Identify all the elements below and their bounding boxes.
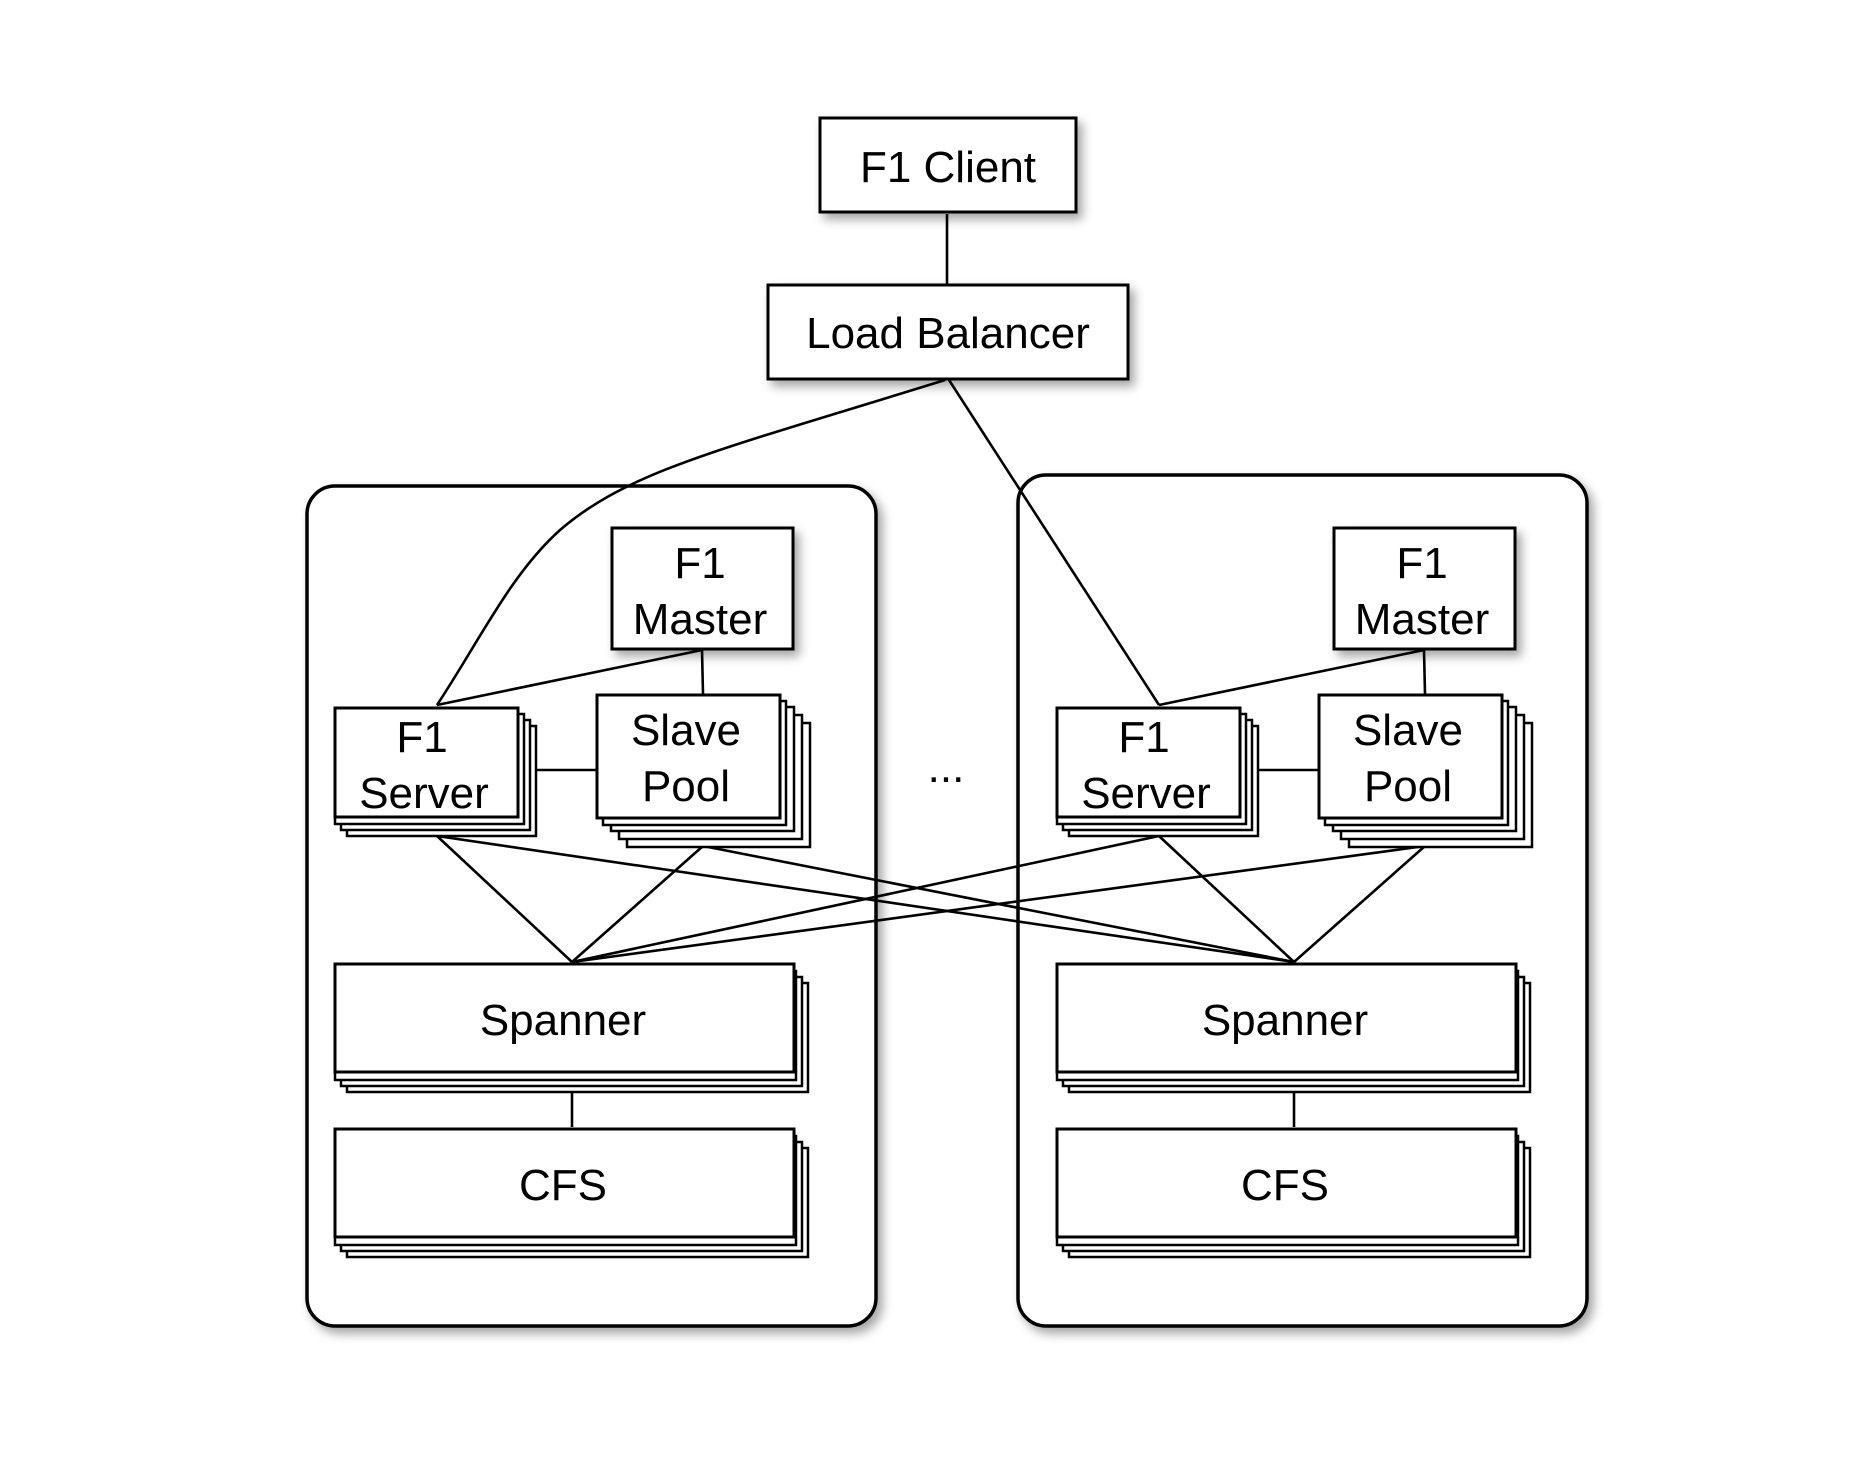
slave-pool-label-line2: Pool [1364, 762, 1452, 811]
connections [435, 214, 1427, 1127]
spanner-label: Spanner [1202, 996, 1368, 1045]
edge-loadbalancer-server-2 [947, 379, 1161, 706]
edge-server1-spanner1 [436, 835, 573, 963]
edge-server2-spanner1 [571, 834, 1160, 964]
f1-server-stack: F1 Server [1055, 706, 1260, 838]
spanner-stack: Spanner [1055, 962, 1532, 1094]
edge-master-server-2 [1158, 648, 1425, 707]
edge-pool1-spanner1 [571, 845, 704, 963]
slave-pool-stack: Slave Pool [1317, 693, 1534, 849]
f1-server-label-line1: F1 [396, 713, 447, 762]
load-balancer-label: Load Balancer [806, 309, 1090, 358]
edge-pool2-spanner2 [1293, 845, 1426, 963]
slave-pool-label-line2: Pool [642, 762, 730, 811]
f1-master-label-line1: F1 [674, 539, 725, 588]
spanner-label: Spanner [480, 996, 646, 1045]
slave-pool-label-line1: Slave [1353, 706, 1463, 755]
ellipsis-label: ... [928, 743, 965, 792]
f1-server-stack: F1 Server [333, 706, 538, 838]
f1-master-node: F1 Master [610, 526, 795, 651]
datacenter-2: F1 Master F1 Server Slave Pool Spanner [1055, 526, 1534, 1259]
cfs-label: CFS [519, 1161, 607, 1210]
edge-master-server-1 [436, 648, 703, 707]
cfs-stack: CFS [1055, 1127, 1532, 1259]
f1-master-node: F1 Master [1332, 526, 1517, 651]
edge-pool2-spanner1 [571, 844, 1426, 964]
f1-master-label-line2: Master [1355, 595, 1489, 644]
spanner-stack: Spanner [333, 962, 810, 1094]
f1-server-label-line2: Server [359, 769, 489, 818]
f1-client-label: F1 Client [860, 143, 1036, 192]
datacenter-1: F1 Master F1 Server Slave Pool Spanner [333, 526, 812, 1259]
f1-master-label-line2: Master [633, 595, 767, 644]
slave-pool-stack: Slave Pool [595, 693, 812, 849]
edge-master-pool-2 [1422, 649, 1427, 695]
edge-server2-spanner2 [1158, 835, 1295, 963]
slave-pool-label-line1: Slave [631, 706, 741, 755]
load-balancer-node: Load Balancer [766, 283, 1130, 381]
f1-server-label-line1: F1 [1118, 713, 1169, 762]
f1-client-node: F1 Client [818, 116, 1078, 214]
cfs-stack: CFS [333, 1127, 810, 1259]
edge-loadbalancer-server-1 [435, 378, 946, 706]
f1-master-label-line1: F1 [1396, 539, 1447, 588]
cfs-label: CFS [1241, 1161, 1329, 1210]
f1-server-label-line2: Server [1081, 769, 1211, 818]
edge-master-pool-1 [700, 649, 705, 695]
